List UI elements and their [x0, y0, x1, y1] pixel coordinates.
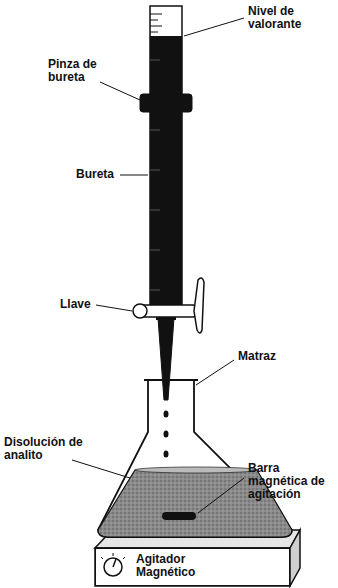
part-label: Disolución de analito	[4, 436, 94, 462]
leader-lines	[72, 18, 244, 513]
stirrer-panel: Agitador Magnético	[95, 548, 290, 586]
part-label: Pinza de bureta	[48, 58, 108, 84]
stirrer-body	[95, 530, 300, 586]
part-label: Nivel de valorante	[248, 5, 334, 31]
burette-clamp	[140, 94, 192, 112]
flask	[98, 380, 292, 537]
part-label: Matraz	[238, 350, 298, 363]
part-label: Bureta	[76, 168, 126, 181]
stir-bar	[162, 512, 196, 520]
part-label: Llave	[60, 298, 100, 311]
part-label: Barra magnética de agitación	[248, 462, 336, 501]
burette	[133, 6, 204, 458]
stirrer-label: Agitador Magnético	[136, 553, 206, 579]
